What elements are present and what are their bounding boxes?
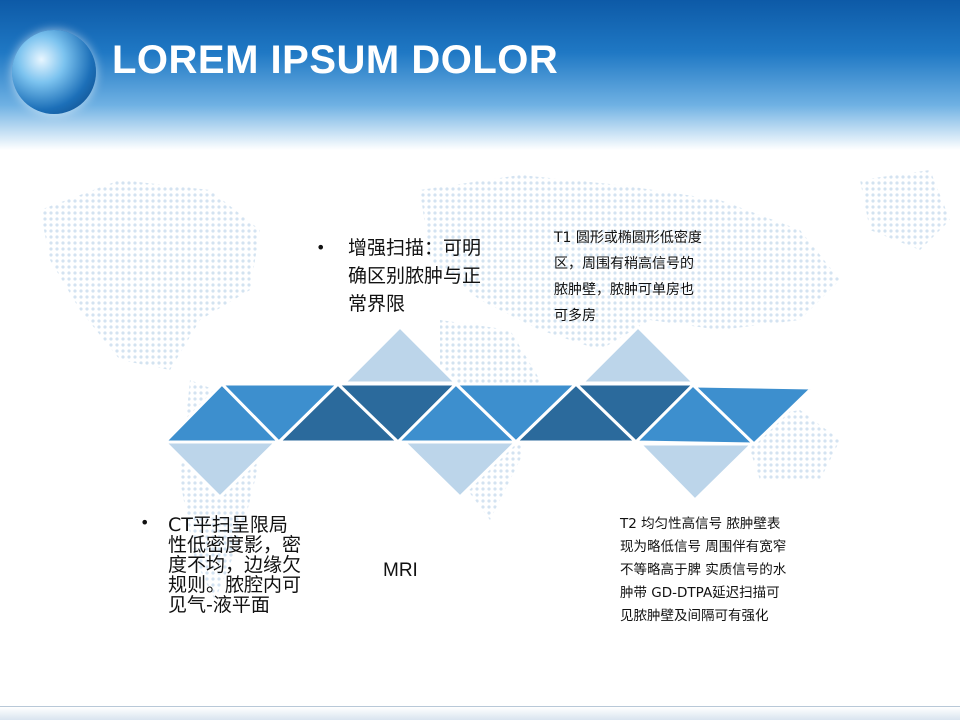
enhanced-line-1: 增强扫描：可明 (348, 237, 482, 259)
lower-light-triangle-1 (161, 440, 280, 500)
mri-label: MRI (383, 560, 418, 581)
bullet-icon: • (140, 513, 150, 532)
slide-title: LOREM IPSUM DOLOR (112, 38, 559, 82)
upper-light-triangle-2 (578, 324, 698, 385)
t1-line-2: 区，周围有稍高信号的 (554, 256, 694, 272)
t2-line-1: T2 均匀性高信号 脓肿壁表 (620, 516, 781, 532)
t2-line-3: 不等略高于脾 实质信号的水 (620, 562, 787, 578)
t2-line-4: 肿带 GD-DTPA延迟扫描可 (620, 585, 780, 601)
t2-text: T2 均匀性高信号 脓肿壁表 现为略低信号 周围伴有宽窄 不等略高于脾 实质信号… (620, 513, 786, 628)
ct-line-2: 性低密度影，密 (168, 534, 302, 556)
header-band (0, 0, 960, 150)
band-triangle-10 (690, 384, 816, 447)
upper-light-triangle-1 (340, 324, 460, 385)
bottom-divider (0, 706, 960, 720)
ct-line-3: 度不均，边缘欠 (168, 554, 302, 576)
t1-text: T1 圆形或椭圆形低密度 区，周围有稍高信号的 脓肿壁，脓肿可单房也 可多房 (554, 225, 702, 329)
ct-line-4: 规则。脓腔内可 (168, 574, 302, 596)
enhanced-line-2: 确区别脓肿与正 (348, 265, 482, 287)
lower-light-triangle-2 (400, 440, 520, 500)
lower-light-triangle-3 (636, 442, 756, 503)
t1-line-4: 可多房 (554, 308, 596, 324)
ct-line-5: 见气-液平面 (168, 594, 270, 616)
t1-line-3: 脓肿壁，脓肿可单房也 (554, 282, 694, 298)
t2-line-5: 见脓肿壁及间隔可有强化 (620, 608, 769, 624)
t2-line-2: 现为略低信号 周围伴有宽窄 (620, 539, 787, 555)
t1-line-1: T1 圆形或椭圆形低密度 (554, 230, 702, 246)
globe-icon (12, 30, 96, 114)
ct-line-1: CT平扫呈限局 (168, 514, 288, 536)
enhanced-line-3: 常界限 (348, 293, 406, 315)
bullet-icon: • (316, 238, 326, 257)
